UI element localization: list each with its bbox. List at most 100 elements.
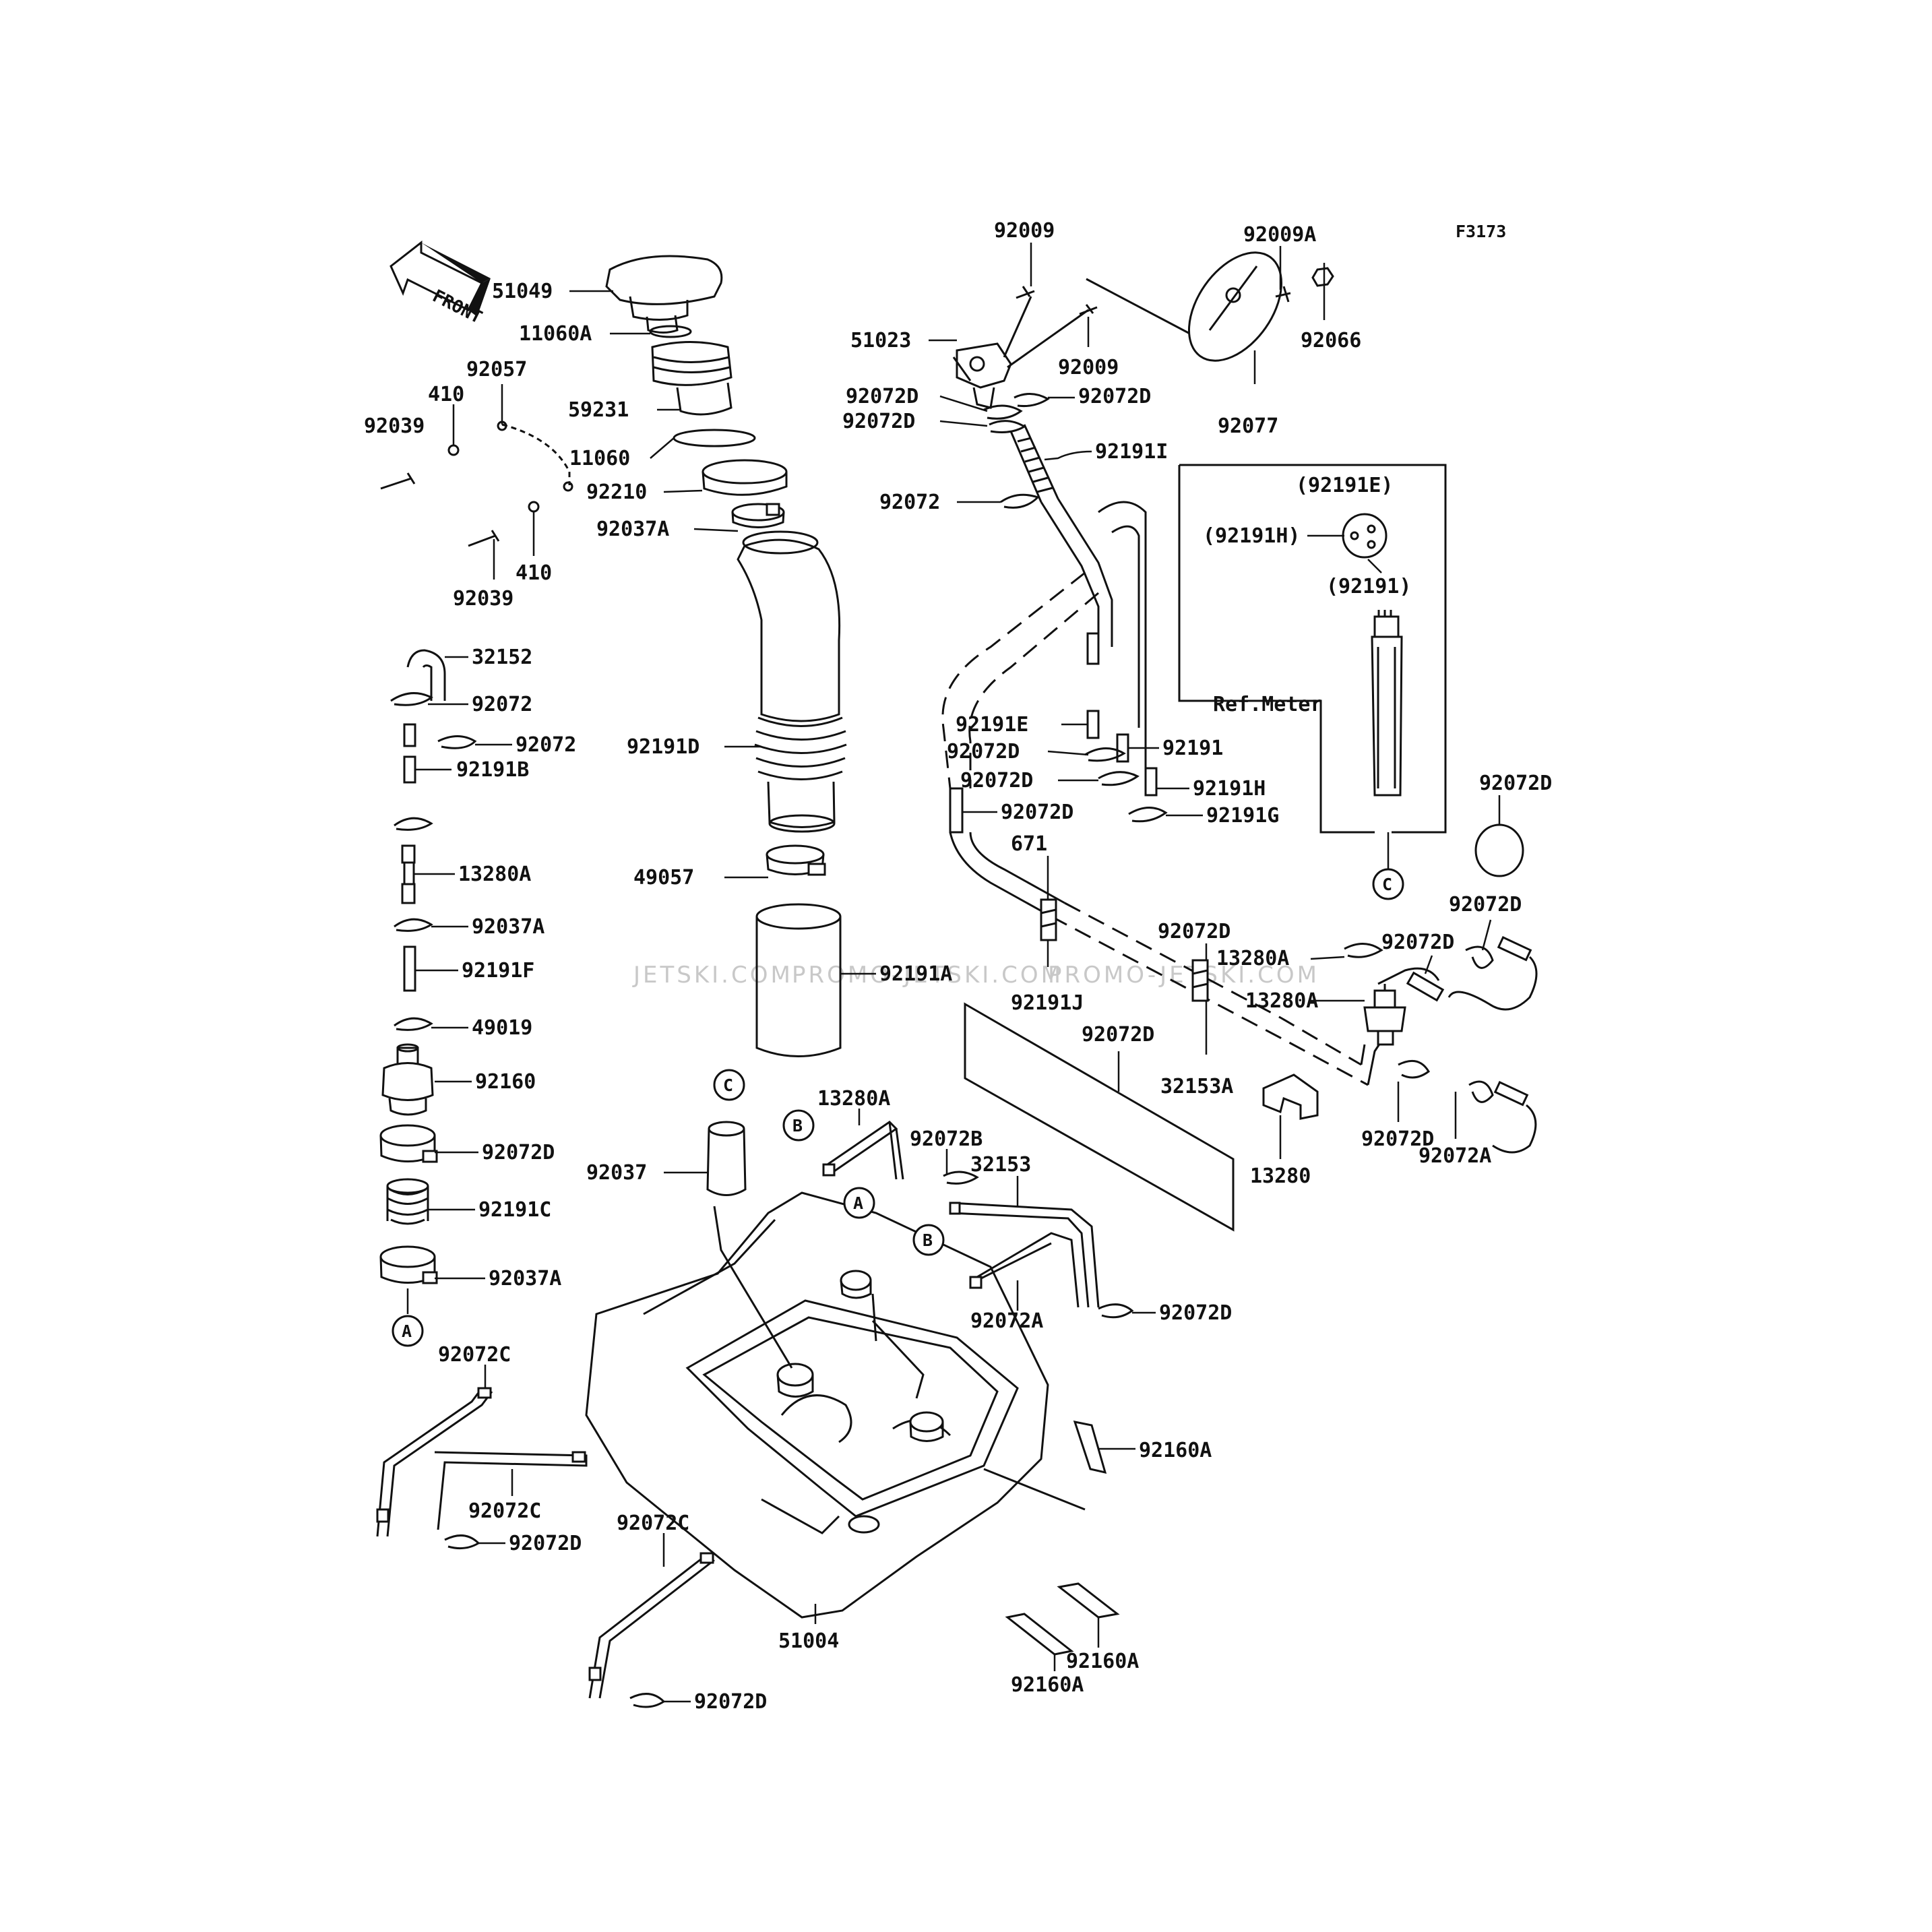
part-label: 13280 <box>1250 1164 1311 1188</box>
clamp-92072d-s2-icon <box>1098 1303 1134 1319</box>
part-label: 92072D <box>947 740 1020 764</box>
part-label: 92191E <box>956 713 1028 737</box>
strap-92072c-bottom-icon <box>588 1552 715 1699</box>
rivet-92039-bottom-icon <box>468 530 500 547</box>
part-label: 32152 <box>472 646 532 669</box>
part-label: 92191C <box>478 1198 551 1222</box>
part-label: 92160A <box>1066 1650 1139 1673</box>
pad-92160-icon <box>964 1002 1235 1232</box>
clamp-92072d-v2-icon <box>1014 393 1050 407</box>
part-label: 92191B <box>456 758 529 782</box>
elbow-32152-icon <box>406 649 446 701</box>
part-label: (92191) <box>1326 575 1411 598</box>
part-label: 92072D <box>1449 893 1522 916</box>
part-label: 92072D <box>960 769 1033 792</box>
part-label: 92191I <box>1095 440 1168 464</box>
washer-410-bottom-icon <box>528 501 540 513</box>
pad-92160a-2-icon <box>1057 1582 1120 1619</box>
part-label: 13280A <box>817 1087 890 1111</box>
hose-92191f-icon <box>1406 971 1445 1002</box>
part-label: 92037A <box>489 1267 561 1290</box>
fitting-32153a-icon <box>381 1043 434 1116</box>
part-label: 92072D <box>1078 385 1151 408</box>
watermark-3: PROMO-JETSKI.COM <box>1048 962 1319 989</box>
part-label: 410 <box>516 561 552 585</box>
part-label: 92191 <box>1162 737 1223 760</box>
part-label: 92072B <box>910 1127 983 1151</box>
fuel-cap-icon <box>605 255 723 334</box>
retainer-13280a-left-icon <box>1040 898 1057 941</box>
part-label: (92191E) <box>1296 474 1394 497</box>
hose-92191h-icon <box>1144 767 1158 797</box>
part-label: 92072 <box>472 693 532 716</box>
part-label: 51023 <box>850 329 911 352</box>
filler-neck-icon <box>651 341 733 416</box>
callout-c-hose-text: C <box>723 1076 733 1095</box>
part-label: 92072C <box>617 1512 689 1535</box>
part-label: 13280A <box>458 863 531 886</box>
retainer-13280a-right-icon <box>1191 959 1209 1002</box>
leader-plate <box>1086 278 1197 338</box>
callout-b-hose: B <box>782 1109 815 1142</box>
ref-meter-label: Ref.Meter <box>1213 693 1323 716</box>
part-label: 92191G <box>1206 804 1279 828</box>
hose-92191a-icon <box>403 945 416 992</box>
clamp-92072d-v1-icon <box>983 404 1023 420</box>
part-label: 92160A <box>1139 1439 1212 1462</box>
part-label: 13280A <box>1245 989 1318 1013</box>
pad-92160a-1-icon <box>1073 1421 1107 1474</box>
callout-b-tank-text: B <box>923 1230 933 1250</box>
clamp-92072d-l3-icon <box>394 1017 433 1031</box>
washer-410-top-icon <box>447 444 460 456</box>
part-label: 92072 <box>516 733 576 757</box>
watermark-1: JETSKI.COM <box>632 962 793 989</box>
part-label: 92072D <box>1082 1023 1154 1047</box>
filter-49019-icon <box>1363 984 1406 1046</box>
part-label: 92072D <box>1001 801 1073 824</box>
hose-vent-top-icon <box>1086 632 1100 665</box>
part-label: 92072D <box>1381 931 1454 954</box>
leader-lines <box>406 243 1501 1703</box>
watermark-2: PROMO-JETSKI.COM <box>792 962 1063 989</box>
plate-92077-icon <box>1187 251 1283 362</box>
pad-92160a-3-icon <box>1005 1613 1074 1656</box>
clamp-92037a-top-icon <box>731 503 785 528</box>
callouts: A A B B C C <box>392 868 1404 1347</box>
part-label: 92072D <box>1361 1127 1434 1151</box>
callout-c-meter: C <box>1372 868 1404 900</box>
part-label: 49057 <box>633 866 694 890</box>
part-label: 11060A <box>519 322 592 346</box>
part-label: 92072D <box>509 1532 582 1555</box>
fuel-valve-51023-icon <box>952 342 1012 409</box>
part-label: 92072C <box>468 1499 541 1523</box>
part-label: 92072D <box>1158 920 1230 943</box>
strap-92072a-icon <box>949 1202 1100 1308</box>
vent-lines-icon <box>941 501 1383 1086</box>
callout-a-left: A <box>392 1315 424 1347</box>
clamp-92072d-l2-icon <box>394 918 433 932</box>
part-label: 49019 <box>472 1016 532 1040</box>
part-label: 32153 <box>970 1153 1031 1177</box>
clamp-92072d-c2-icon <box>1098 771 1140 786</box>
part-label: 92039 <box>364 414 425 438</box>
part-label: 92009 <box>994 219 1055 243</box>
tether-92057-icon <box>497 420 573 492</box>
part-label: 51049 <box>492 280 553 303</box>
ref-meter-box <box>1178 464 1447 834</box>
part-label: 92037A <box>596 518 669 541</box>
leader-valve-mid <box>1007 309 1089 369</box>
part-label: 92072A <box>970 1309 1043 1333</box>
filler-hose-icon <box>737 530 847 833</box>
callout-b-tank: B <box>912 1224 945 1256</box>
clamp-92072-left2-icon <box>437 735 477 749</box>
part-label: 92072D <box>694 1690 767 1714</box>
gauge-sender-icon <box>1342 513 1403 797</box>
part-label: 92072D <box>482 1141 555 1164</box>
screw-92009a-icon <box>1275 286 1291 303</box>
clamp-92072-v-icon <box>1000 493 1040 509</box>
clamp-92072d-c3-icon <box>1128 807 1168 823</box>
part-label: 11060 <box>569 447 630 470</box>
front-arrow-icon: FRONT <box>389 240 491 328</box>
